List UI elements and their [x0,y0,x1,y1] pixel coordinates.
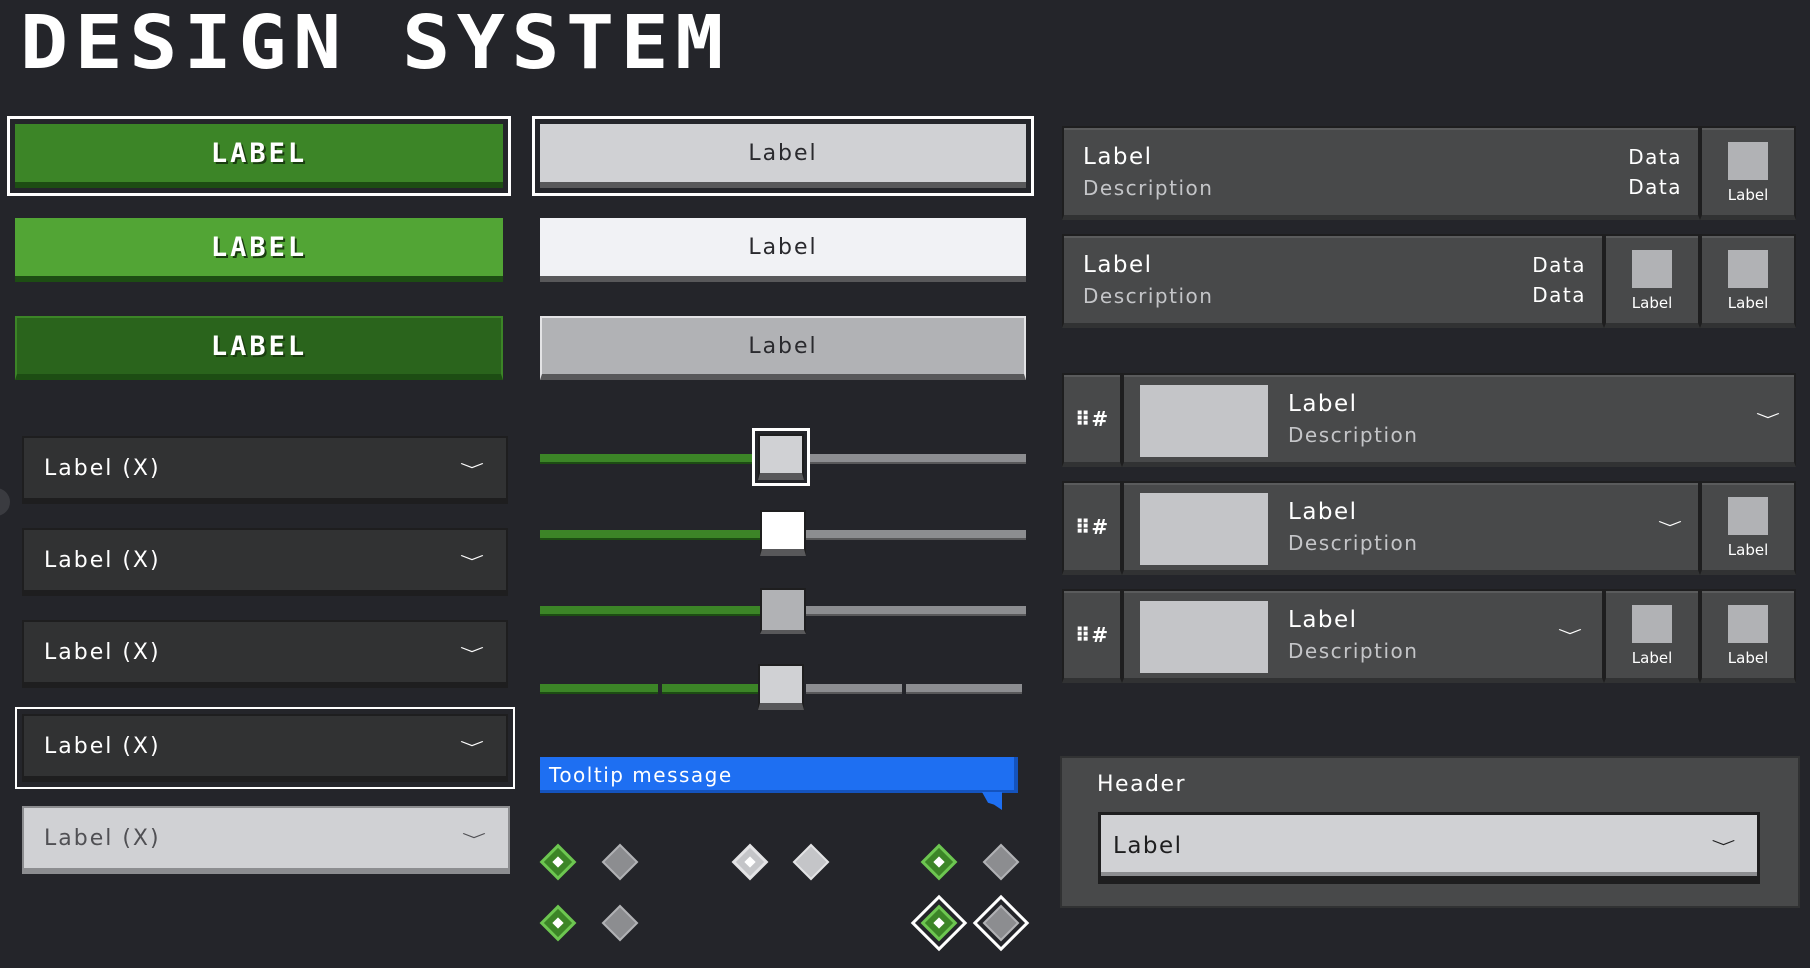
slider-thumb-hover[interactable] [760,510,806,556]
item-description: Description [1288,531,1419,555]
primary-button-hover[interactable]: LABEL [15,218,503,282]
secondary-button-focused[interactable]: Label [540,124,1026,188]
list-item[interactable]: Label Description Data Data [1062,234,1604,328]
secondary-button-pressed[interactable]: Label [540,316,1026,380]
radio-diamond-unselected-disabled[interactable] [792,843,830,881]
secondary-button-hover[interactable]: Label [540,218,1026,282]
slider-track-empty [804,454,1026,464]
chevron-down-icon: ﹀ [1711,838,1737,856]
chevron-down-icon: ﹀ [462,831,488,848]
drag-handle-icon[interactable]: ⠿# [1062,589,1122,683]
action-cell[interactable]: Label [1604,589,1700,683]
radio-diamond-selected[interactable] [539,843,577,881]
header-select[interactable]: Label ﹀ [1098,812,1760,884]
slider-thumb-focused[interactable] [758,434,804,480]
radio-diamond-selected-disabled[interactable] [731,843,769,881]
slider-step-filled [662,684,762,694]
thumbnail [1140,601,1268,673]
action-label: Label [1631,649,1673,667]
item-data: Data [1628,145,1682,169]
expandable-item[interactable]: Label Description ﹀ [1122,373,1796,467]
radio-diamond-selected[interactable] [920,843,958,881]
placeholder-icon [1728,605,1768,643]
slider-step-empty [906,684,1022,694]
item-data: Data [1628,175,1682,199]
list-item[interactable]: Label Description Data Data [1062,126,1700,220]
dropdown-label: Label (X) [44,455,161,481]
action-cell[interactable]: Label [1700,234,1796,328]
radio-diamond-unselected[interactable] [982,843,1020,881]
item-label: Label [1288,391,1358,417]
dropdown-label: Label (X) [44,825,161,851]
placeholder-icon [1632,250,1672,288]
action-cell[interactable]: Label [1700,481,1796,575]
dropdown-label: Label (X) [44,733,161,759]
placeholder-icon [1728,250,1768,288]
tooltip: Tooltip message [540,757,1018,793]
action-label: Label [1631,294,1673,312]
item-data: Data [1532,253,1586,277]
tooltip-tail [982,792,1002,810]
chevron-down-icon[interactable]: ﹀ [1658,519,1682,537]
item-label: Label [1288,607,1358,633]
slider-track-filled [540,530,762,540]
placeholder-icon [1728,497,1768,535]
radio-diamond-unselected-focused[interactable] [982,904,1020,942]
chevron-down-icon: ﹀ [460,739,486,756]
slider-track-filled [540,606,762,616]
expandable-item[interactable]: Label Description ﹀ [1122,481,1700,575]
action-label: Label [1727,186,1769,204]
edge-circle [0,488,10,516]
action-cell[interactable]: Label [1604,234,1700,328]
drag-handle-icon[interactable]: ⠿# [1062,481,1122,575]
drag-handle-icon[interactable]: ⠿# [1062,373,1122,467]
item-label: Label [1083,252,1153,278]
action-label: Label [1727,294,1769,312]
thumbnail [1140,493,1268,565]
dropdown-label: Label (X) [44,547,161,573]
slider-track-empty [806,530,1026,540]
primary-button-focused[interactable]: LABEL [15,124,503,188]
select-value: Label [1113,832,1183,859]
item-data: Data [1532,283,1586,307]
slider-thumb-pressed[interactable] [760,588,806,634]
dropdown-pressed[interactable]: Label (X) ﹀ [22,620,508,688]
action-label: Label [1727,541,1769,559]
slider-thumb-stepped[interactable] [758,664,804,710]
radio-diamond-unselected[interactable] [601,843,639,881]
expandable-item[interactable]: Label Description ﹀ [1122,589,1604,683]
item-description: Description [1083,176,1214,200]
dropdown-focused[interactable]: Label (X) ﹀ [22,714,508,782]
slider-track-empty [806,606,1026,616]
chevron-down-icon: ﹀ [460,461,486,478]
panel-header: Header [1097,772,1187,797]
item-label: Label [1083,144,1153,170]
item-description: Description [1288,423,1419,447]
page-title: DESIGN SYSTEM [20,0,730,86]
radio-diamond-selected-focused[interactable] [920,904,958,942]
thumbnail [1140,385,1268,457]
action-label: Label [1727,649,1769,667]
dropdown-disabled[interactable]: Label (X) ﹀ [22,806,510,874]
chevron-down-icon: ﹀ [460,553,486,570]
dropdown-default[interactable]: Label (X) ﹀ [22,436,508,504]
item-label: Label [1288,499,1358,525]
item-description: Description [1288,639,1419,663]
dropdown-label: Label (X) [44,639,161,665]
action-cell[interactable]: Label [1700,589,1796,683]
item-description: Description [1083,284,1214,308]
radio-diamond-unselected[interactable] [601,904,639,942]
placeholder-icon [1632,605,1672,643]
chevron-down-icon[interactable]: ﹀ [1558,627,1582,645]
radio-diamond-selected[interactable] [539,904,577,942]
primary-button-pressed[interactable]: LABEL [15,316,503,380]
slider-step-filled [540,684,658,694]
chevron-down-icon[interactable]: ﹀ [1756,411,1780,429]
placeholder-icon [1728,142,1768,180]
chevron-down-icon: ﹀ [460,645,486,662]
action-cell[interactable]: Label [1700,126,1796,220]
slider-track-filled [540,454,758,464]
dropdown-hover[interactable]: Label (X) ﹀ [22,528,508,596]
slider-step-empty [806,684,902,694]
